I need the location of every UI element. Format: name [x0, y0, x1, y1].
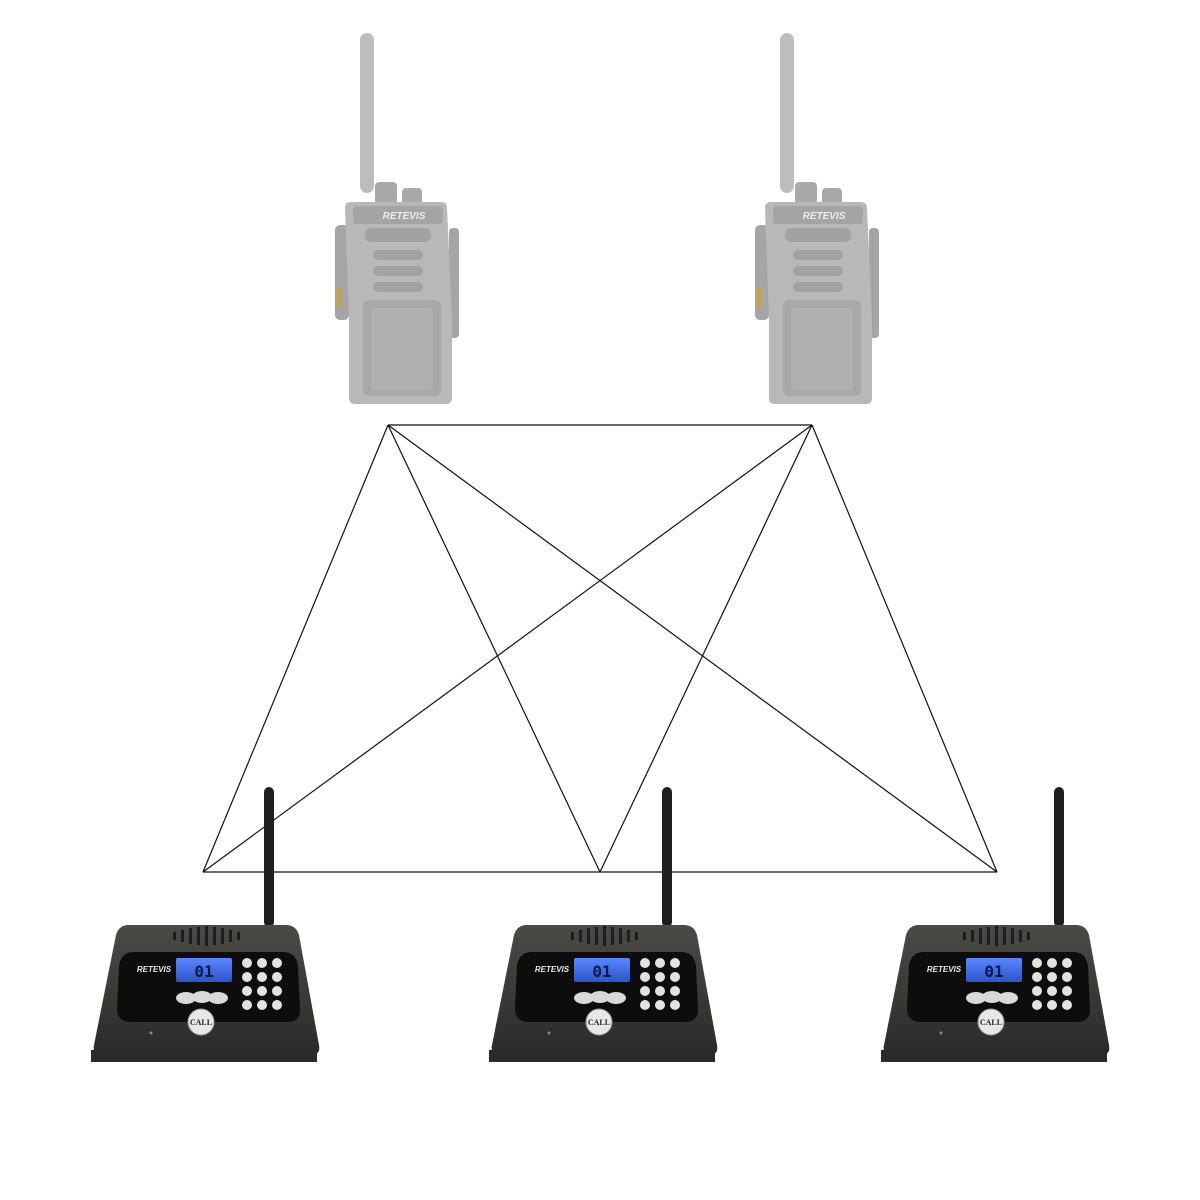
lcd-display: 01 [592, 962, 611, 981]
link-line [811, 424, 998, 873]
link-line [387, 424, 998, 873]
base-brand-label: RETEVIS [535, 965, 570, 974]
call-button-label: CALL [588, 1018, 610, 1027]
link-line [387, 424, 601, 873]
link-line [202, 424, 389, 873]
handheld-radio: RETEVIS [755, 33, 879, 404]
handheld-radio: RETEVIS [335, 33, 459, 404]
base-brand-label: RETEVIS [927, 965, 962, 974]
radio-brand-label: RETEVIS [803, 211, 846, 222]
base-station: RETEVIS 01 CALL [90, 786, 320, 1063]
call-button-label: CALL [980, 1018, 1002, 1027]
lcd-display: 01 [194, 962, 213, 981]
base-brand-label: RETEVIS [137, 965, 172, 974]
base-station: RETEVIS 01 CALL [880, 786, 1110, 1063]
base-station: RETEVIS 01 CALL [488, 786, 718, 1063]
lcd-display: 01 [984, 962, 1003, 981]
link-line [202, 424, 813, 873]
call-button-label: CALL [190, 1018, 212, 1027]
radio-brand-label: RETEVIS [383, 211, 426, 222]
link-lines [202, 424, 998, 873]
link-line [599, 424, 813, 873]
